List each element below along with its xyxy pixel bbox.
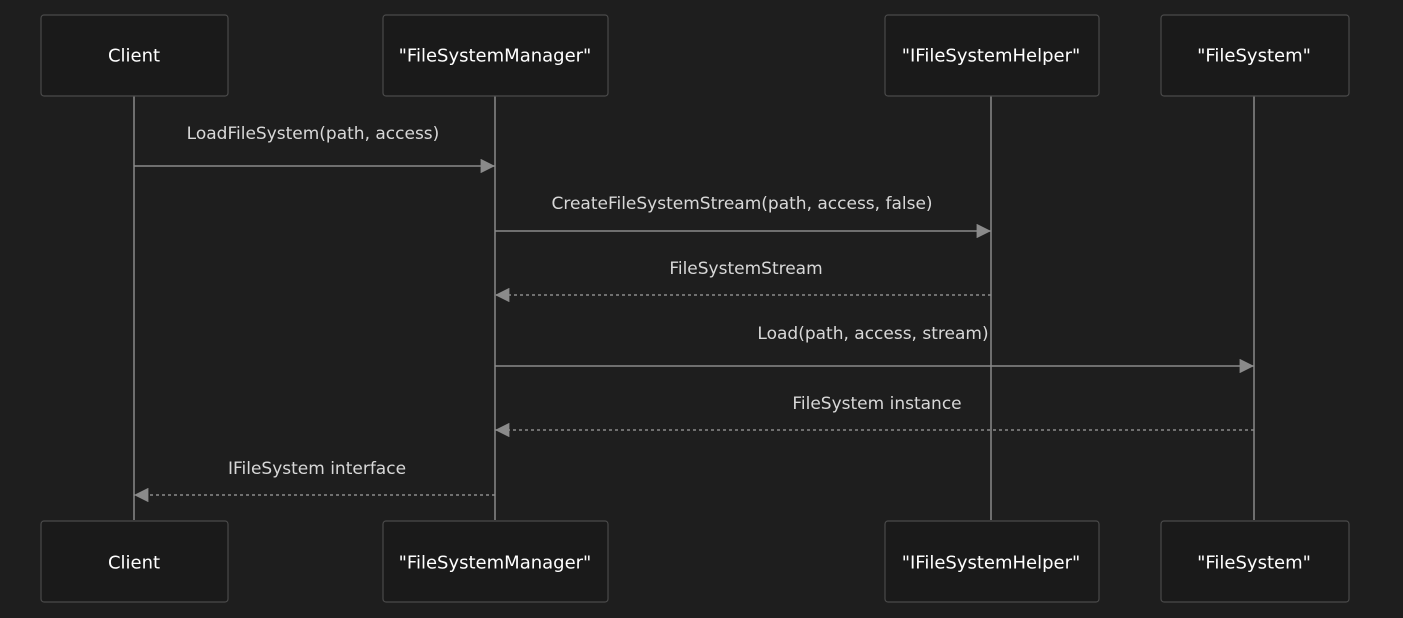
message-file-system-stream-return-label: FileSystemStream — [669, 259, 822, 279]
actor-filesystemmanager-top: "FileSystemManager" — [382, 14, 609, 97]
message-create-file-system-stream-label: CreateFileSystemStream(path, access, fal… — [551, 194, 932, 214]
message-file-system-instance-return: FileSystem instance — [495, 394, 1254, 438]
actor-client-top-label: Client — [108, 46, 160, 67]
message-ifilesystem-interface-return: IFileSystem interface — [134, 459, 495, 503]
message-load-file-system-label: LoadFileSystem(path, access) — [187, 124, 440, 144]
actor-filesystem-bottom: "FileSystem" — [1160, 520, 1350, 603]
actor-ifilesystemhelper-top-label: "IFileSystemHelper" — [902, 46, 1081, 67]
message-file-system-instance-return-label: FileSystem instance — [792, 394, 961, 414]
message-ifilesystem-interface-return-label: IFileSystem interface — [228, 459, 406, 479]
actor-ifilesystemhelper-bottom: "IFileSystemHelper" — [884, 520, 1100, 603]
message-load-file-system: LoadFileSystem(path, access) — [134, 124, 495, 174]
actors-bottom: Client "FileSystemManager" "IFileSystemH… — [40, 520, 1350, 603]
actor-filesystem-top: "FileSystem" — [1160, 14, 1350, 97]
actor-filesystem-top-label: "FileSystem" — [1197, 46, 1311, 67]
message-load-label: Load(path, access, stream) — [757, 324, 988, 344]
message-create-file-system-stream: CreateFileSystemStream(path, access, fal… — [495, 194, 991, 239]
lifelines — [133, 96, 1255, 520]
actors-top: Client "FileSystemManager" "IFileSystemH… — [40, 14, 1350, 97]
actor-filesystemmanager-bottom-label: "FileSystemManager" — [399, 553, 592, 574]
messages: LoadFileSystem(path, access) CreateFileS… — [134, 124, 1254, 503]
actor-client-bottom-label: Client — [108, 553, 160, 574]
actor-client-bottom: Client — [40, 520, 229, 603]
actor-client-top: Client — [40, 14, 229, 97]
actor-ifilesystemhelper-bottom-label: "IFileSystemHelper" — [902, 553, 1081, 574]
actor-ifilesystemhelper-top: "IFileSystemHelper" — [884, 14, 1100, 97]
message-load: Load(path, access, stream) — [495, 324, 1254, 374]
actor-filesystemmanager-top-label: "FileSystemManager" — [399, 46, 592, 67]
message-file-system-stream-return: FileSystemStream — [495, 259, 991, 303]
actor-filesystemmanager-bottom: "FileSystemManager" — [382, 520, 609, 603]
actor-filesystem-bottom-label: "FileSystem" — [1197, 553, 1311, 574]
